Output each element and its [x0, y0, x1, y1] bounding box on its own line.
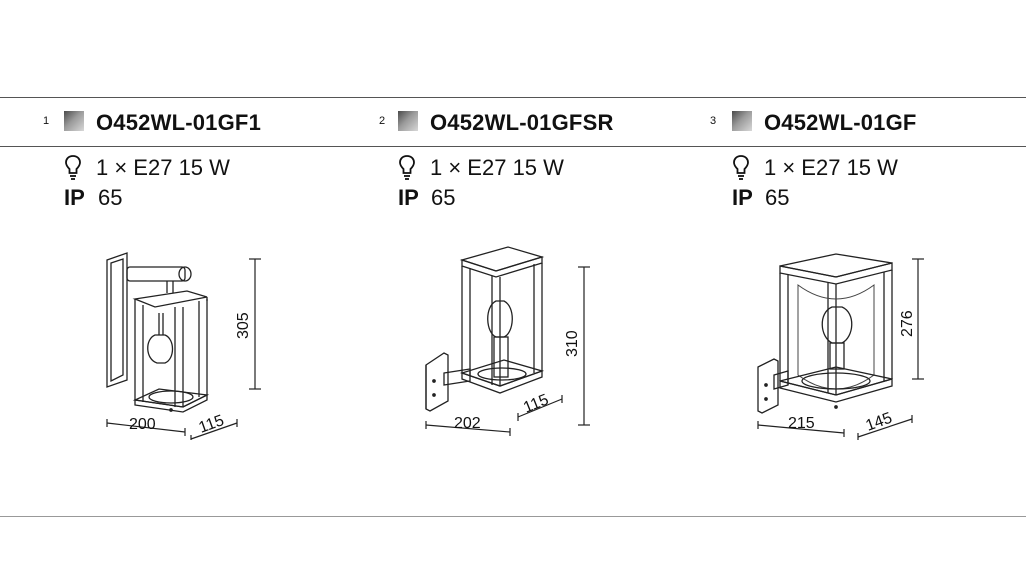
product-1: 1 O452WL-01GF1 1 × E27 15 W IP 65 [0, 0, 334, 561]
ip-label: IP [398, 185, 419, 210]
product-2: 2 O452WL-01GFSR 1 × E27 15 W IP 65 [334, 0, 668, 561]
ip-value: 65 [98, 185, 123, 210]
dim-width: 202 [454, 415, 481, 432]
product-3: 3 O452WL-01GF 1 × E27 15 W IP 65 [668, 0, 1002, 561]
lamp-spec: 1 × E27 15 W [764, 155, 898, 180]
dim-depth: 115 [197, 412, 227, 437]
lamp-spec: 1 × E27 15 W [96, 155, 230, 180]
technical-drawing: 276 215 145 [757, 253, 924, 440]
product-index: 2 [379, 115, 386, 127]
ip-label: IP [732, 185, 753, 210]
finish-swatch [398, 111, 418, 131]
dim-height: 305 [235, 312, 252, 339]
technical-drawing: 305 200 115 [106, 252, 261, 440]
product-index: 3 [710, 115, 717, 127]
product-code: O452WL-01GFSR [430, 110, 614, 135]
lightbulb-icon [65, 155, 81, 180]
technical-drawing: 310 202 115 [425, 246, 590, 436]
dim-depth: 145 [864, 410, 895, 435]
product-index: 1 [43, 115, 50, 127]
ip-value: 65 [431, 185, 456, 210]
finish-swatch [64, 111, 84, 131]
ip-label: IP [64, 185, 85, 210]
bottom-rule [0, 516, 1026, 517]
dim-width: 200 [129, 416, 156, 433]
product-code: O452WL-01GF [764, 110, 917, 135]
ip-value: 65 [765, 185, 790, 210]
finish-swatch [732, 111, 752, 131]
dim-height: 276 [899, 310, 916, 337]
lamp-spec: 1 × E27 15 W [430, 155, 564, 180]
product-code: O452WL-01GF1 [96, 110, 262, 135]
dim-depth: 115 [521, 391, 551, 416]
lightbulb-icon [733, 155, 749, 180]
lightbulb-icon [399, 155, 415, 180]
top-rule [0, 97, 1026, 98]
dim-height: 310 [564, 330, 581, 357]
dim-width: 215 [788, 415, 815, 432]
header-rule [0, 146, 1026, 147]
